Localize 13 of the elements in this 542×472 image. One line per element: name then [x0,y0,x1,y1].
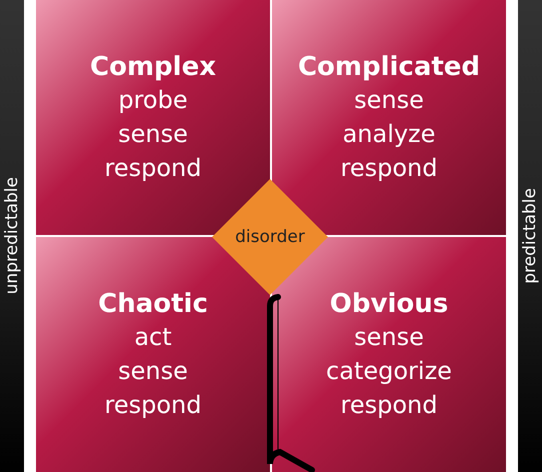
domain-title: Obvious [330,288,448,320]
axis-label: unpredictable [2,177,22,295]
domain-steps: act sense respond [104,320,202,422]
axis-label: predictable [520,188,540,284]
domain-steps: probe sense respond [104,82,202,184]
domain-title: Complicated [298,50,480,82]
side-band [518,0,542,472]
domain-title: Complex [90,50,216,82]
domain-steps: sense categorize respond [326,320,452,422]
side-band [0,0,24,472]
diamond-label: disorder [235,227,305,247]
domain-title: Chaotic [98,288,208,320]
domain-steps: sense analyze respond [340,82,438,184]
